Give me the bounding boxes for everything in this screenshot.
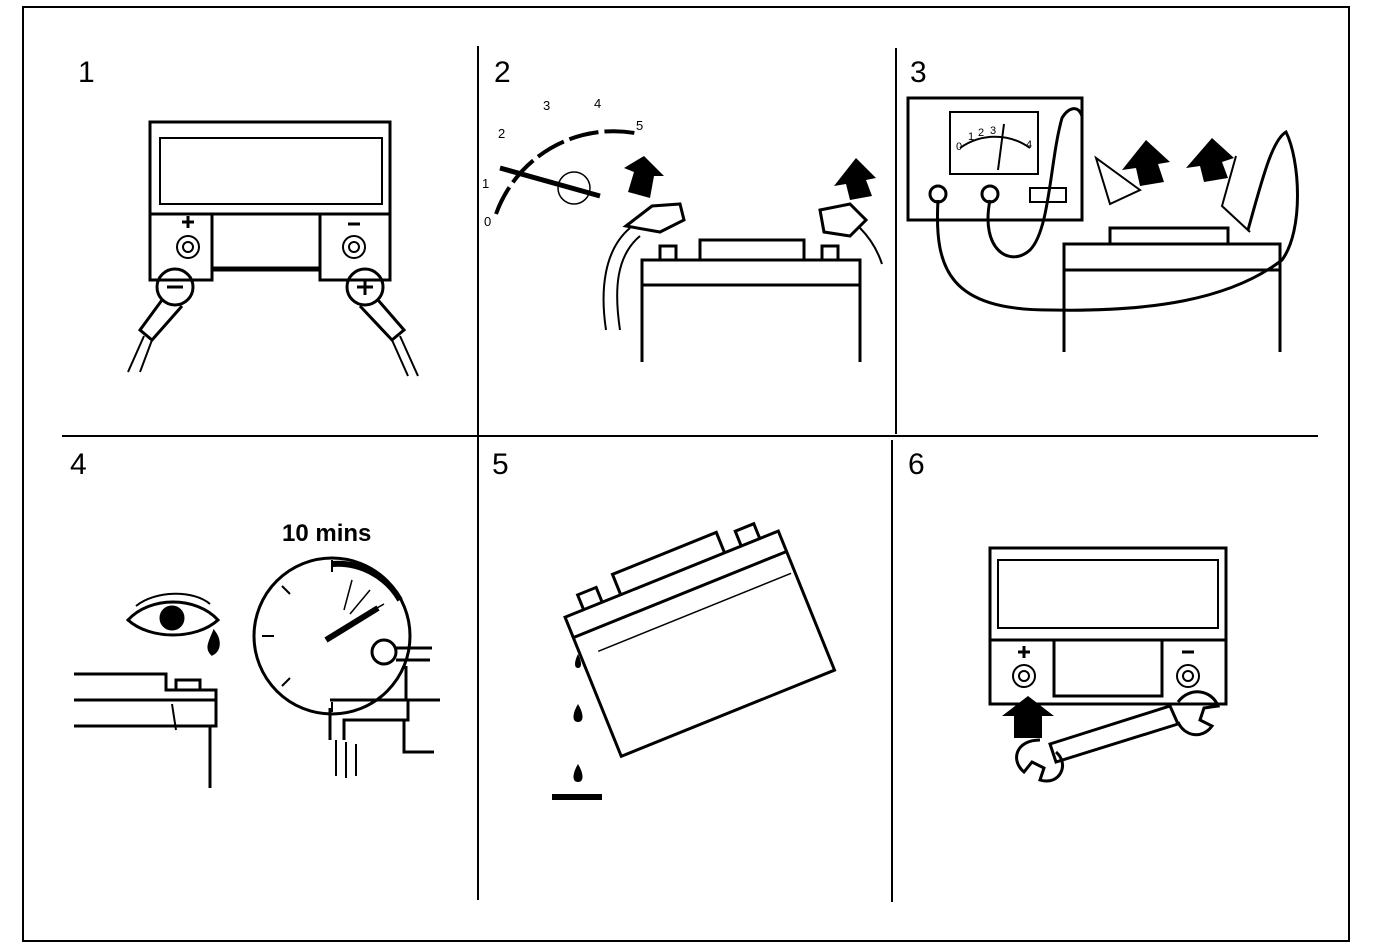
panel-6-battery <box>988 546 1228 706</box>
panel-6-wrench <box>1015 690 1221 783</box>
gauge-tick-2: 2 <box>498 126 505 141</box>
panel-4-number: 4 <box>70 448 87 481</box>
panel-2-number: 2 <box>494 56 511 89</box>
gauge-tick-5: 5 <box>636 118 643 133</box>
panel-3-number: 3 <box>910 56 927 89</box>
meter-tick-2: 2 <box>978 127 984 139</box>
panel-6-number: 6 <box>908 448 925 481</box>
panel-dividers <box>62 46 1318 902</box>
panel-4-battery <box>74 672 218 788</box>
panel-3-meter-ticks: 0 1 2 3 4 <box>956 125 1032 153</box>
panel-2-gauge: 0 1 2 3 4 5 <box>482 96 643 229</box>
gauge-tick-4: 4 <box>594 96 601 111</box>
gauge-tick-0: 0 <box>484 214 491 229</box>
panel-5-drops <box>552 654 602 800</box>
panel-6-arrow <box>1002 696 1054 738</box>
gauge-tick-3: 3 <box>543 98 550 113</box>
panel-1-battery <box>127 120 419 377</box>
meter-tick-1: 1 <box>968 131 974 143</box>
panel-4-tap <box>328 638 440 778</box>
panel-2-battery <box>602 202 883 362</box>
panel-5-battery <box>563 521 837 759</box>
panel-3-arrows <box>1122 138 1234 186</box>
panel-5-number: 5 <box>492 448 509 481</box>
meter-tick-0: 0 <box>956 141 962 153</box>
timer-label: 10 mins <box>282 520 372 547</box>
panel-3-charger <box>906 96 1299 352</box>
gauge-tick-1: 1 <box>482 176 489 191</box>
sheet-border <box>22 6 1350 942</box>
panel-1-number: 1 <box>78 56 95 89</box>
meter-tick-3: 3 <box>990 125 996 137</box>
panel-4-eye <box>125 592 221 656</box>
meter-tick-4: 4 <box>1026 139 1032 151</box>
panel-4-timer <box>252 556 412 716</box>
panel-2-arrows <box>624 156 876 200</box>
